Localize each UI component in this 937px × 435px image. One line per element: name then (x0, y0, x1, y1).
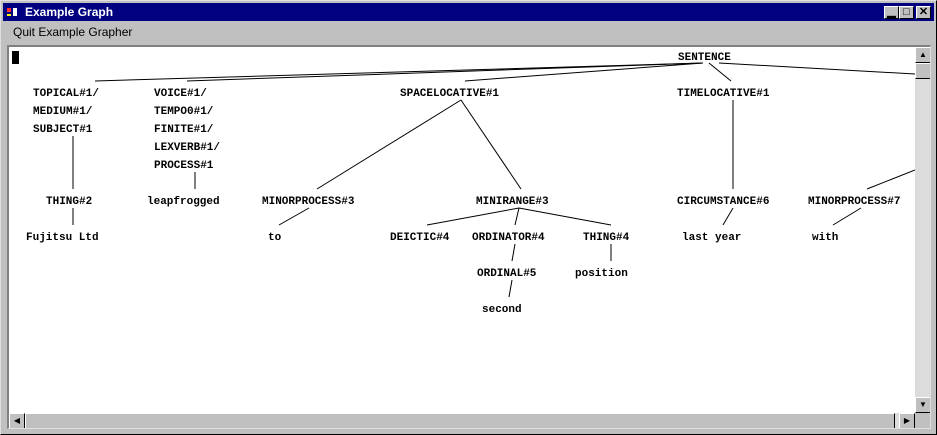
node-fujitsu-ltd[interactable]: Fujitsu Ltd (26, 232, 99, 244)
node-thing4[interactable]: THING#4 (583, 232, 630, 244)
node-thing2[interactable]: THING#2 (46, 196, 92, 208)
scrollbar-corner (915, 413, 930, 428)
menu-item-quit-example-grapher[interactable]: Quit Example Grapher (13, 25, 133, 39)
node-subject-line[interactable]: SUBJECT#1 (33, 124, 93, 136)
maximize-button[interactable]: □ (899, 6, 914, 19)
title-bar[interactable]: Example Graph ▁ □ ✕ (3, 3, 934, 21)
horizontal-scroll-thumb[interactable] (25, 413, 895, 428)
arrow-right-icon: ▶ (903, 416, 911, 425)
minimize-icon: ▁ (887, 6, 896, 18)
node-minirange3[interactable]: MINIRANGE#3 (476, 196, 549, 208)
node-last-year[interactable]: last year (682, 232, 741, 244)
app-icon (5, 5, 19, 19)
node-with[interactable]: with (812, 232, 838, 244)
node-timelocative[interactable]: TIMELOCATIVE#1 (677, 88, 770, 100)
node-voice-line[interactable]: VOICE#1/ (154, 88, 207, 100)
node-ordinator4[interactable]: ORDINATOR#4 (472, 232, 545, 244)
node-position[interactable]: position (575, 268, 628, 280)
node-leapfrogged[interactable]: leapfrogged (147, 196, 220, 208)
edge-minirange3-thing4 (518, 207, 612, 226)
edge-sentence-topical (94, 62, 704, 82)
graph-canvas[interactable]: SENTENCE TOPICAL#1/ MEDIUM#1/ SUBJECT#1 … (7, 45, 931, 429)
close-button[interactable]: ✕ (916, 6, 931, 19)
scroll-up-button[interactable]: ▲ (915, 47, 930, 63)
minimize-button[interactable]: ▁ (884, 6, 899, 19)
node-tempo0-line[interactable]: TEMPO0#1/ (154, 106, 214, 118)
arrow-up-icon: ▲ (919, 50, 927, 59)
edge-minirange3-ordinator4 (514, 207, 520, 226)
menu-bar: Quit Example Grapher (3, 22, 934, 42)
syntax-tree-graph: SENTENCE TOPICAL#1/ MEDIUM#1/ SUBJECT#1 … (26, 52, 915, 316)
maximize-icon: □ (903, 6, 910, 18)
close-icon: ✕ (918, 6, 929, 18)
edge-minirange3-deictic4 (426, 207, 520, 226)
node-lexverb-line[interactable]: LEXVERB#1/ (154, 142, 220, 154)
node-process-line[interactable]: PROCESS#1 (154, 160, 214, 172)
vertical-scrollbar[interactable]: ▲ ▼ (915, 47, 930, 413)
scroll-down-button[interactable]: ▼ (915, 397, 930, 413)
edge-ordinal5-second (508, 279, 513, 298)
node-minorprocess3[interactable]: MINORPROCESS#3 (262, 196, 355, 208)
edge-sentence-offscreen (718, 62, 915, 75)
node-minorprocess7[interactable]: MINORPROCESS#7 (808, 196, 900, 208)
node-finite-line[interactable]: FINITE#1/ (154, 124, 214, 136)
edge-minorprocess7-with (832, 207, 862, 226)
edge-sentence-voice (186, 62, 704, 82)
node-topical-line[interactable]: TOPICAL#1/ (33, 88, 99, 100)
edge-ordinator4-ordinal5 (511, 243, 516, 262)
node-deictic4[interactable]: DEICTIC#4 (390, 232, 450, 244)
vertical-scroll-thumb[interactable] (915, 63, 930, 79)
edge-spacelocative-minorprocess3 (316, 99, 462, 190)
scroll-left-button[interactable]: ◀ (9, 413, 25, 428)
edge-circumstance6-lastyear (722, 207, 734, 226)
tree-edges (72, 62, 915, 298)
edge-sentence-timelocative (708, 62, 732, 82)
node-to[interactable]: to (268, 232, 282, 244)
node-second[interactable]: second (482, 304, 522, 316)
edge-spacelocative-minirange3 (460, 99, 522, 190)
node-ordinal5[interactable]: ORDINAL#5 (477, 268, 537, 280)
window-title: Example Graph (25, 5, 114, 19)
edge-minorprocess3-to (278, 207, 310, 226)
node-medium-line[interactable]: MEDIUM#1/ (33, 106, 93, 118)
arrow-left-icon: ◀ (13, 416, 21, 425)
node-sentence[interactable]: SENTENCE (678, 52, 731, 64)
edge-offscreen-minorprocess7 (866, 169, 915, 190)
edge-sentence-spacelocative (464, 62, 704, 82)
horizontal-scrollbar[interactable]: ◀ ▶ (9, 413, 915, 428)
scroll-right-button[interactable]: ▶ (899, 413, 915, 428)
text-cursor (12, 51, 19, 64)
node-spacelocative[interactable]: SPACELOCATIVE#1 (400, 88, 499, 100)
node-circumstance6[interactable]: CIRCUMSTANCE#6 (677, 196, 769, 208)
arrow-down-icon: ▼ (919, 400, 927, 409)
